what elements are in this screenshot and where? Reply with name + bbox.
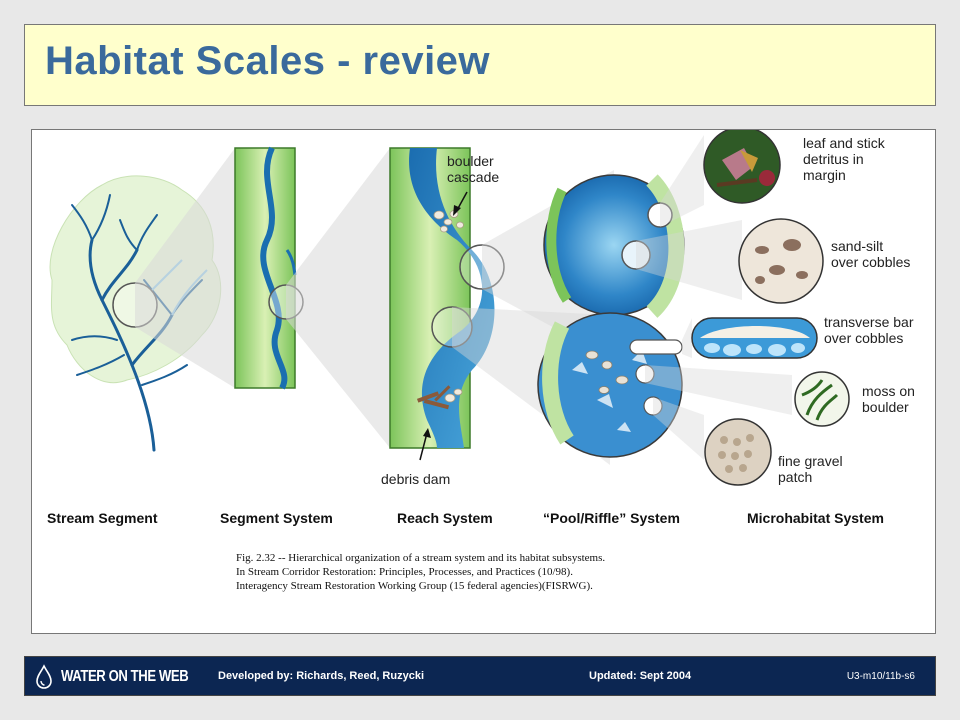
debris-dam-label: debris dam [381,471,450,487]
riffle-illustration [537,312,683,458]
slide-title: Habitat Scales - review [45,39,491,83]
sand-silt-label-2: over cobbles [831,254,910,270]
caption-line-1: Fig. 2.32 -- Hierarchical organization o… [236,552,606,564]
transverse-bar-illustration [691,317,818,359]
water-drop-icon [36,664,52,689]
heading-reach-system: Reach System [397,510,493,526]
habitat-scale-illustration: boulder cascade debris dam leaf and stic… [47,130,915,526]
footer-slide-code: U3-m10/11b-s6 [846,671,915,682]
leaf-detritus-circle [703,130,781,204]
transverse-bar-label-2: over cobbles [824,330,903,346]
sand-silt-label-1: sand-silt [831,238,883,254]
transverse-bar-label-1: transverse bar [824,314,914,330]
footer-updated: Updated: Sept 2004 [589,670,692,682]
debris-dam-arrow [419,432,428,461]
segment-system-illustration [234,146,304,390]
boulder-cascade-label-1: boulder [447,153,494,169]
moss-circle [794,371,850,427]
heading-segment-system: Segment System [220,510,333,526]
footer-credits: Developed by: Richards, Reed, Ruzycki [218,670,425,682]
fine-gravel-label-1: fine gravel [778,453,843,469]
boulder-cascade-label-2: cascade [447,169,499,185]
fine-gravel-label-2: patch [778,469,812,485]
reach-system-illustration [389,147,505,449]
heading-stream-segment: Stream Segment [47,510,158,526]
leaf-detritus-label-2: detritus in [803,151,864,167]
logo-text: WATER ON THE WEB [61,668,189,685]
figure-caption: Fig. 2.32 -- Hierarchical organization o… [236,551,796,593]
title-bar: Habitat Scales - review [24,24,936,106]
sand-silt-circle [738,218,824,304]
moss-label-1: moss on [862,383,915,399]
fine-gravel-circle [704,418,772,486]
leaf-detritus-label-1: leaf and stick [803,135,886,151]
heading-pool-riffle: “Pool/Riffle” System [543,510,680,526]
footer-bar: WATER ON THE WEB Developed by: Richards,… [24,656,936,696]
pool-illustration [543,174,685,318]
water-on-the-web-logo[interactable]: WATER ON THE WEB [33,663,216,691]
caption-line-2: In Stream Corridor Restoration: Principl… [236,566,573,578]
caption-line-3: Interagency Stream Restoration Working G… [236,580,593,592]
figure-panel: boulder cascade debris dam leaf and stic… [31,129,936,634]
moss-label-2: boulder [862,399,909,415]
heading-microhabitat: Microhabitat System [747,510,884,526]
leaf-detritus-label-3: margin [803,167,846,183]
